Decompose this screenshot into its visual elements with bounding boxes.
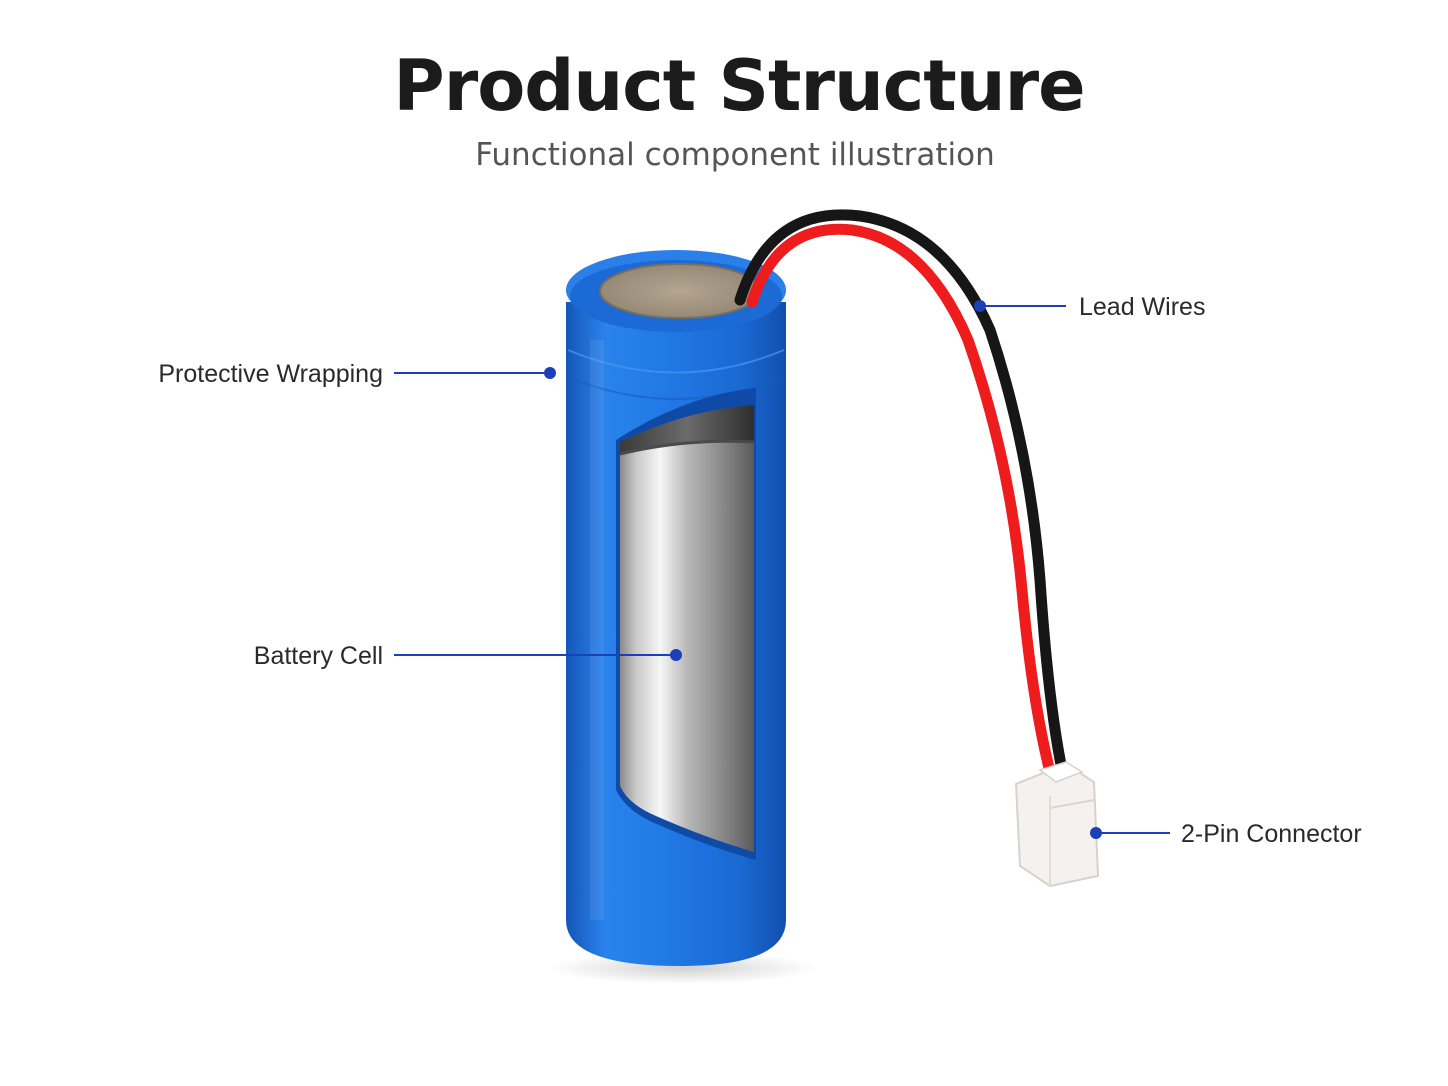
callout-dot xyxy=(1090,827,1102,839)
page-subtitle: Functional component illustration xyxy=(475,137,995,173)
label-lead-wires: Lead Wires xyxy=(1079,293,1206,321)
callout-lead-wires xyxy=(974,300,1066,312)
callout-dot xyxy=(670,649,682,661)
callout-dot xyxy=(974,300,986,312)
battery-cell xyxy=(620,441,754,852)
lead-wires xyxy=(734,209,1068,778)
cutaway-window xyxy=(616,388,756,860)
label-protective-wrapping: Protective Wrapping xyxy=(158,360,383,388)
page-title: Product Structure xyxy=(393,45,1085,127)
callout-battery-cell xyxy=(394,649,682,661)
callout-connector xyxy=(1090,827,1170,839)
callout-dot xyxy=(544,367,556,379)
label-connector: 2-Pin Connector xyxy=(1181,820,1362,848)
label-battery-cell: Battery Cell xyxy=(253,642,383,670)
two-pin-connector xyxy=(1014,761,1100,888)
top-terminal xyxy=(600,264,760,318)
callout-protective-wrapping xyxy=(394,367,556,379)
